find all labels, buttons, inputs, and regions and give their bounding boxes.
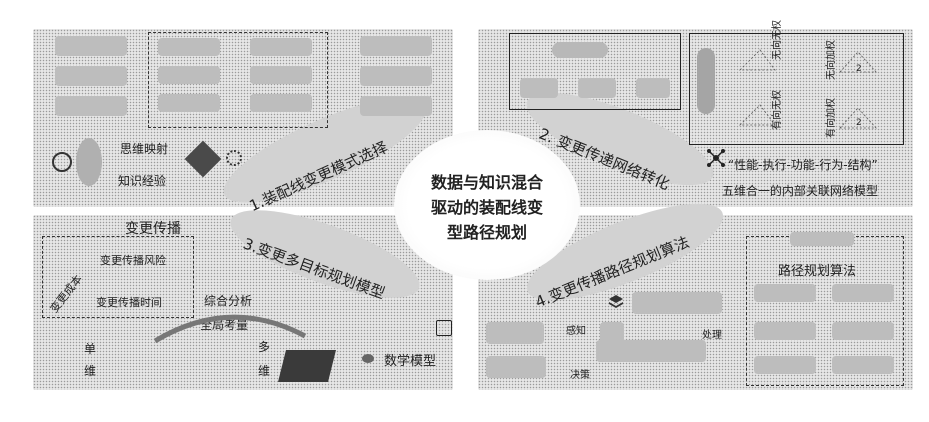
multi-dim-char-2: 维 <box>258 362 270 379</box>
propagation-risk-label: 变更传播风险 <box>100 252 166 268</box>
decision-block <box>596 340 706 362</box>
analysis-arc <box>150 306 310 346</box>
mode-box <box>360 96 432 116</box>
center-title-line-2: 驱动的装配线变 <box>394 195 580 220</box>
algorithm-title: 路径规划算法 <box>778 260 856 279</box>
center-title-line-3: 型路径规划 <box>394 220 580 245</box>
knowledge-icon <box>52 152 72 172</box>
perception-block <box>486 322 544 344</box>
multi-dim-block <box>278 350 336 382</box>
algorithm-option <box>832 322 894 340</box>
knowledge-ellipse <box>76 138 102 186</box>
root-node <box>552 42 608 58</box>
algorithm-option <box>754 356 816 374</box>
mode-box <box>250 66 312 84</box>
perception-label: 感知 <box>566 322 586 337</box>
five-dimensions-label: “性能-执行-功能-行为-结构” <box>728 156 878 173</box>
algorithm-header-block <box>790 232 854 246</box>
mode-box <box>360 36 432 56</box>
math-model-icon <box>362 354 374 363</box>
mode-box <box>158 94 220 112</box>
algorithm-option <box>832 356 894 374</box>
mode-box <box>250 38 312 56</box>
network-model-label: 五维合一的内部关联网络模型 <box>722 182 878 199</box>
graph-sketches <box>730 40 900 140</box>
thinking-mapping-label: 思维映射 <box>120 140 168 157</box>
mode-box <box>360 66 432 86</box>
network-pill <box>697 48 715 114</box>
dice-icon <box>436 320 452 336</box>
processing-label: 处理 <box>702 326 722 341</box>
mode-box <box>55 36 127 56</box>
mode-box <box>55 96 127 116</box>
algorithm-option <box>754 284 816 302</box>
network-icon <box>706 148 726 168</box>
layers-icon <box>608 294 624 310</box>
decision-block <box>486 356 546 378</box>
center-title: 数据与知识混合 驱动的装配线变 型路径规划 <box>394 170 580 245</box>
mode-box <box>158 38 220 56</box>
decision-label: 决策 <box>570 366 590 381</box>
mode-box <box>158 66 220 84</box>
child-node <box>520 78 558 98</box>
algorithm-option <box>754 322 816 340</box>
child-node <box>578 78 616 98</box>
mode-box <box>55 66 127 86</box>
mode-box <box>250 94 312 112</box>
single-dim-char-2: 维 <box>84 362 96 379</box>
multi-dim-char-1: 多 <box>258 338 270 355</box>
child-node <box>636 78 670 98</box>
algorithm-option <box>832 284 894 302</box>
math-model-label: 数学模型 <box>384 350 436 369</box>
knowledge-experience-label: 知识经验 <box>118 172 166 189</box>
gear-icon <box>226 150 242 166</box>
single-dim-char-1: 单 <box>84 340 96 357</box>
propagation-title: 变更传播 <box>125 218 181 238</box>
center-title-line-1: 数据与知识混合 <box>394 170 580 195</box>
algorithm-block <box>632 292 722 314</box>
